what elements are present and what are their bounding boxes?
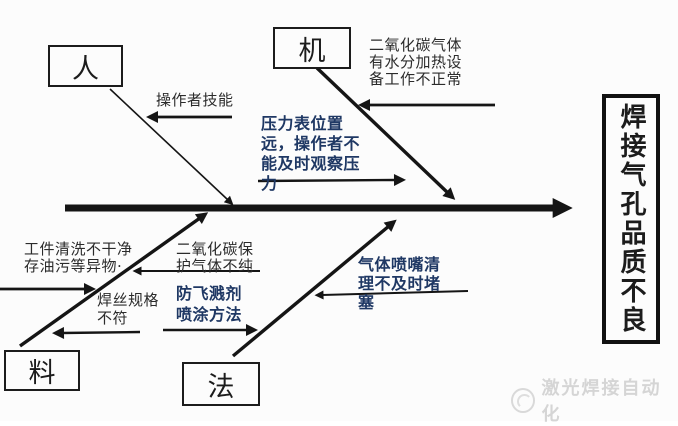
cause-machine-gauge: 压力表位置 远，操作者不 能及时观察压 力 xyxy=(261,114,361,193)
cause-machine-gas: 二氧化碳气体 有水分加热设 备工作不正常 xyxy=(369,36,463,88)
category-box-machine: 机 xyxy=(273,27,351,69)
watermark: 激光焊接自动化 xyxy=(511,374,678,426)
category-box-material: 料 xyxy=(4,350,80,391)
cause-man-skill: 操作者技能 xyxy=(156,91,234,109)
effect-label: 焊接气孔品质不良 xyxy=(616,103,646,335)
category-box-method: 法 xyxy=(182,362,260,406)
cause-material-wire: 焊丝规格 不符 xyxy=(97,291,160,327)
category-box-man: 人 xyxy=(48,45,123,87)
cause-method-gas: 二氧化碳保 护气体不纯 xyxy=(176,240,254,275)
watermark-text: 激光焊接自动化 xyxy=(541,378,662,425)
category-label-method: 法 xyxy=(207,371,235,403)
category-label-machine: 机 xyxy=(298,35,326,67)
effect-box: 焊接气孔品质不良 xyxy=(602,94,660,344)
category-label-man: 人 xyxy=(72,53,99,85)
cause-method-spray: 防飞溅剂 喷涂方法 xyxy=(176,284,243,324)
watermark-logo-icon xyxy=(511,387,536,413)
cause-method-nozzle: 气体喷嘴清 理不及时堵 塞 xyxy=(358,255,441,312)
cause-material-clean: 工件清洗不干净 存油污等异物· xyxy=(24,240,133,275)
category-label-material: 料 xyxy=(28,358,56,389)
material-wire-arrow xyxy=(52,326,141,339)
